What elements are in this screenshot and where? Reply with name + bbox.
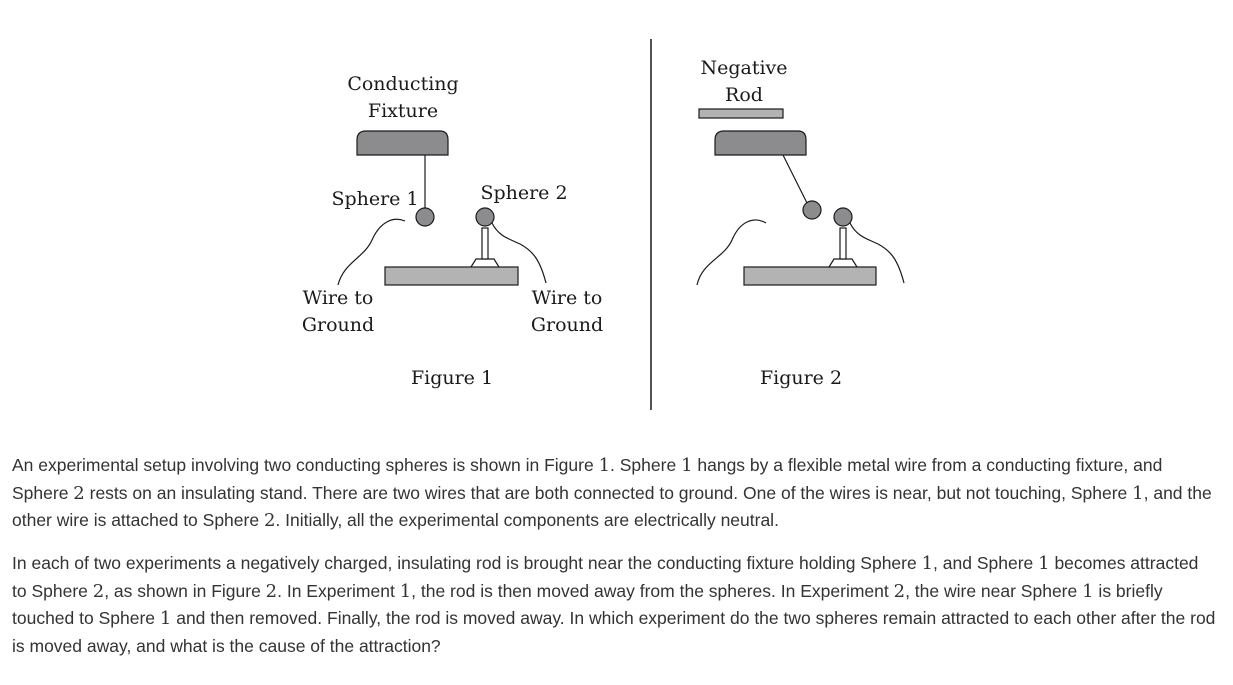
figure1-caption: Figure 1 [411,367,493,389]
paragraph2-number: 1 [921,553,934,574]
wire-left-label-line2: Ground [302,314,374,336]
paragraph2-number: 1 [1082,580,1094,602]
paragraph2-number: 1 [399,580,412,602]
sphere-1 [415,207,435,227]
sphere1-hanging-wire-deflected [782,154,808,204]
figure2-caption: Figure 2 [760,367,842,389]
question-paragraph: In each of two experiments a negatively … [12,550,1217,659]
fixture-label-line2: Fixture [368,100,438,122]
insulating-stand-foot-2 [828,258,858,268]
base-plate [384,266,519,286]
wire-right-label-line1: Wire to [532,287,603,309]
base-plate-2 [743,266,877,286]
paragraph1-number: 2 [73,482,85,504]
sphere-1-attracted [802,200,822,220]
paragraph2-text: and then removed. Finally, the rod is mo… [12,608,1216,656]
ground-wire-right [491,222,547,284]
paragraph2-text: becomes attracted to Sphere [12,553,1199,601]
conducting-fixture [356,130,449,156]
figure-1: Conducting Fixture Sphere 1 Sphere 2 Wir… [302,73,603,389]
negative-rod [698,108,784,119]
insulating-stand-foot [470,258,500,268]
paragraph1-text: . Initially, all the experimental compon… [275,510,779,530]
sphere-2-fig2 [833,207,853,227]
fixture-label-line1: Conducting [347,73,458,95]
paragraph2-number: 2 [893,580,906,602]
paragraph2-number: 2 [92,580,105,602]
paragraph1-text: An experimental setup involving two cond… [12,455,599,475]
paragraph1-text: rests on an insulating stand. There are … [84,482,1133,503]
ground-wire-right-2 [849,222,905,284]
paragraph1-number: 1 [1132,482,1144,504]
paragraph1-text: . Sphere [610,455,682,475]
diagram-figure: Conducting Fixture Sphere 1 Sphere 2 Wir… [302,39,905,410]
paragraph1-text: , and the other wire is attached to Sphe… [12,482,1212,531]
figure-2: Negative Rod Figure 2 [696,57,905,389]
paragraph2-text: , the rod is then moved away from the sp… [411,580,894,601]
paragraph2-text: , the wire near Sphere [905,580,1083,601]
paragraph2-text: , as shown in Figure [104,580,266,601]
wire-right-label-line2: Ground [531,314,603,336]
paragraph2-number: 2 [265,580,278,602]
rod-label-line1: Negative [700,57,787,79]
ground-wire-left-2 [696,219,767,286]
setup-paragraph: An experimental setup involving two cond… [12,452,1217,535]
paragraph1-number: 1 [681,455,693,476]
wire-left-label-line1: Wire to [303,287,374,309]
paragraph2-number: 1 [1038,553,1050,574]
insulating-stand-post-2 [839,227,847,260]
conducting-fixture-2 [714,130,807,156]
insulating-stand-post [481,227,489,260]
paragraph2-text: In each of two experiments a negatively … [12,553,922,573]
paragraph1-text: hangs by a flexible metal wire from a co… [12,455,1163,503]
paragraph2-text: , and Sphere [933,553,1039,573]
paragraph2-text: . In Experiment [277,580,400,601]
ground-wire-left [337,218,406,286]
sphere-2 [475,207,495,227]
paragraph1-number: 2 [263,510,276,531]
paragraph2-text: is briefly touched to Sphere [12,580,1163,629]
paragraph1-number: 1 [598,455,611,476]
sphere1-label: Sphere 1 [331,188,418,210]
rod-label-line2: Rod [725,84,763,106]
sphere2-label: Sphere 2 [480,182,567,204]
paragraph2-number: 1 [159,608,172,629]
